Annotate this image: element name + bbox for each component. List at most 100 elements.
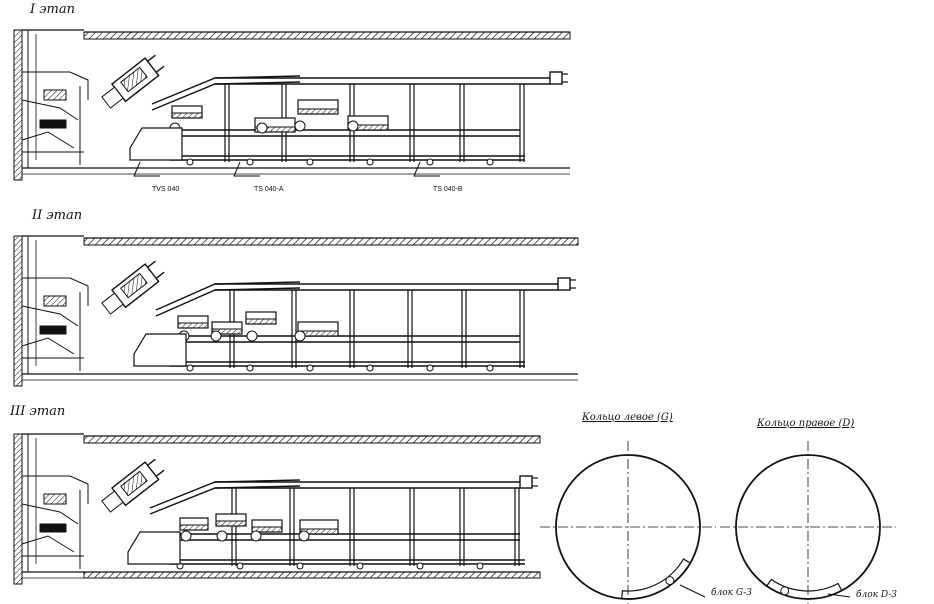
segment-block-base: [179, 524, 209, 531]
erector-arm: [21, 99, 79, 121]
jack-block: [39, 325, 67, 335]
wheel: [486, 158, 494, 166]
conveyor-incline: [149, 479, 301, 509]
erector-arm: [21, 131, 75, 149]
erector-head: [101, 260, 165, 315]
roller: [246, 330, 258, 342]
roller: [294, 120, 306, 132]
equipment-label-ts-b: TS 040-B: [433, 186, 463, 193]
wheel: [296, 562, 304, 570]
erector-head-tip: [147, 458, 156, 466]
ring-left-block-label: блок G-3: [711, 588, 753, 598]
segment-block-base: [299, 528, 339, 535]
shield-wall: [13, 235, 23, 387]
wheel: [486, 364, 494, 372]
erector-head-core: [120, 66, 148, 93]
ring-block-marker: [665, 576, 675, 586]
jack-block: [43, 493, 67, 505]
ring-left-title: Кольцо левое (G): [582, 412, 673, 423]
erector-head-core: [120, 272, 148, 299]
tvs-cart: [133, 333, 187, 367]
erector-arm: [22, 475, 89, 504]
roller: [250, 530, 262, 542]
roller: [180, 530, 192, 542]
jack-block: [39, 119, 67, 129]
segment-block-base: [245, 318, 277, 325]
stage-1-label: I этап: [30, 2, 75, 17]
erector-head-tip: [155, 65, 165, 73]
erector-head: [101, 458, 165, 513]
roller: [298, 530, 310, 542]
ring-block-marker: [780, 586, 790, 596]
ring-right-block-label: блок D-3: [856, 590, 898, 600]
ring-right-title: Кольцо правое (D): [757, 418, 855, 429]
equipment-label-ts-a: TS 040-A: [254, 186, 284, 193]
roller: [210, 330, 222, 342]
jack-block: [43, 295, 67, 307]
erector-arm: [22, 71, 89, 100]
conveyor-incline: [149, 485, 301, 515]
leader-line: [233, 161, 260, 177]
stage-2-drawing: [13, 235, 579, 387]
wheel: [246, 158, 254, 166]
belt-drive: [519, 475, 533, 489]
erector-arm: [21, 305, 79, 327]
erector-arm: [21, 535, 75, 553]
segment-block-base: [297, 108, 339, 115]
roller: [256, 122, 268, 134]
segment-block-base: [251, 526, 283, 533]
tunnel-roof: [83, 31, 571, 40]
ring-right-leader: [827, 593, 851, 598]
leader-line: [413, 161, 440, 177]
wheel: [186, 364, 194, 372]
wheel: [356, 562, 364, 570]
wheel: [476, 562, 484, 570]
erector-head: [101, 54, 165, 109]
stage-3-drawing: [13, 433, 541, 585]
tunnel-roof: [83, 435, 541, 444]
tvs-cart: [129, 127, 183, 161]
erector-arm: [21, 503, 79, 525]
wheel: [306, 158, 314, 166]
roller: [347, 120, 359, 132]
ring-right-drawing: [720, 441, 896, 604]
ring-left-drawing: [540, 441, 716, 604]
stage-2-label: II этап: [32, 208, 83, 223]
erector-head-neck: [101, 490, 124, 513]
conveyor-incline: [155, 287, 301, 317]
rings-layer: [540, 441, 896, 604]
shield-wall: [13, 433, 23, 585]
belt-drive: [557, 277, 571, 291]
wheel: [366, 364, 374, 372]
erector-head-core: [120, 470, 148, 497]
stage-3-label: III этап: [10, 404, 66, 419]
wheel: [366, 158, 374, 166]
wheel: [236, 562, 244, 570]
stage-1-drawing: [13, 29, 571, 181]
erector-arm: [22, 277, 89, 306]
erector-head-tip: [155, 469, 165, 477]
jack-block: [43, 89, 67, 101]
wheel: [246, 364, 254, 372]
roller: [294, 330, 306, 342]
segment-block-base: [254, 126, 296, 133]
shield-wall: [13, 29, 23, 181]
ring-block-segment: [621, 558, 691, 599]
roller: [216, 530, 228, 542]
conveyor-incline: [151, 75, 301, 105]
wheel: [416, 562, 424, 570]
segment-block-base: [215, 520, 247, 527]
erector-head-tip: [155, 271, 165, 279]
tunnel-floor-hatch: [83, 571, 541, 579]
leader-line: [133, 161, 160, 177]
erector-head-neck: [101, 86, 124, 109]
equipment-label-tvs: TVS 040: [152, 186, 180, 193]
belt-drive: [549, 71, 563, 85]
tunnel-roof: [83, 237, 579, 246]
segment-block-base: [171, 112, 203, 119]
erector-head-neck: [101, 292, 124, 315]
wheel: [426, 364, 434, 372]
erector-head-tip: [147, 260, 156, 268]
segment-block-base: [177, 322, 209, 329]
